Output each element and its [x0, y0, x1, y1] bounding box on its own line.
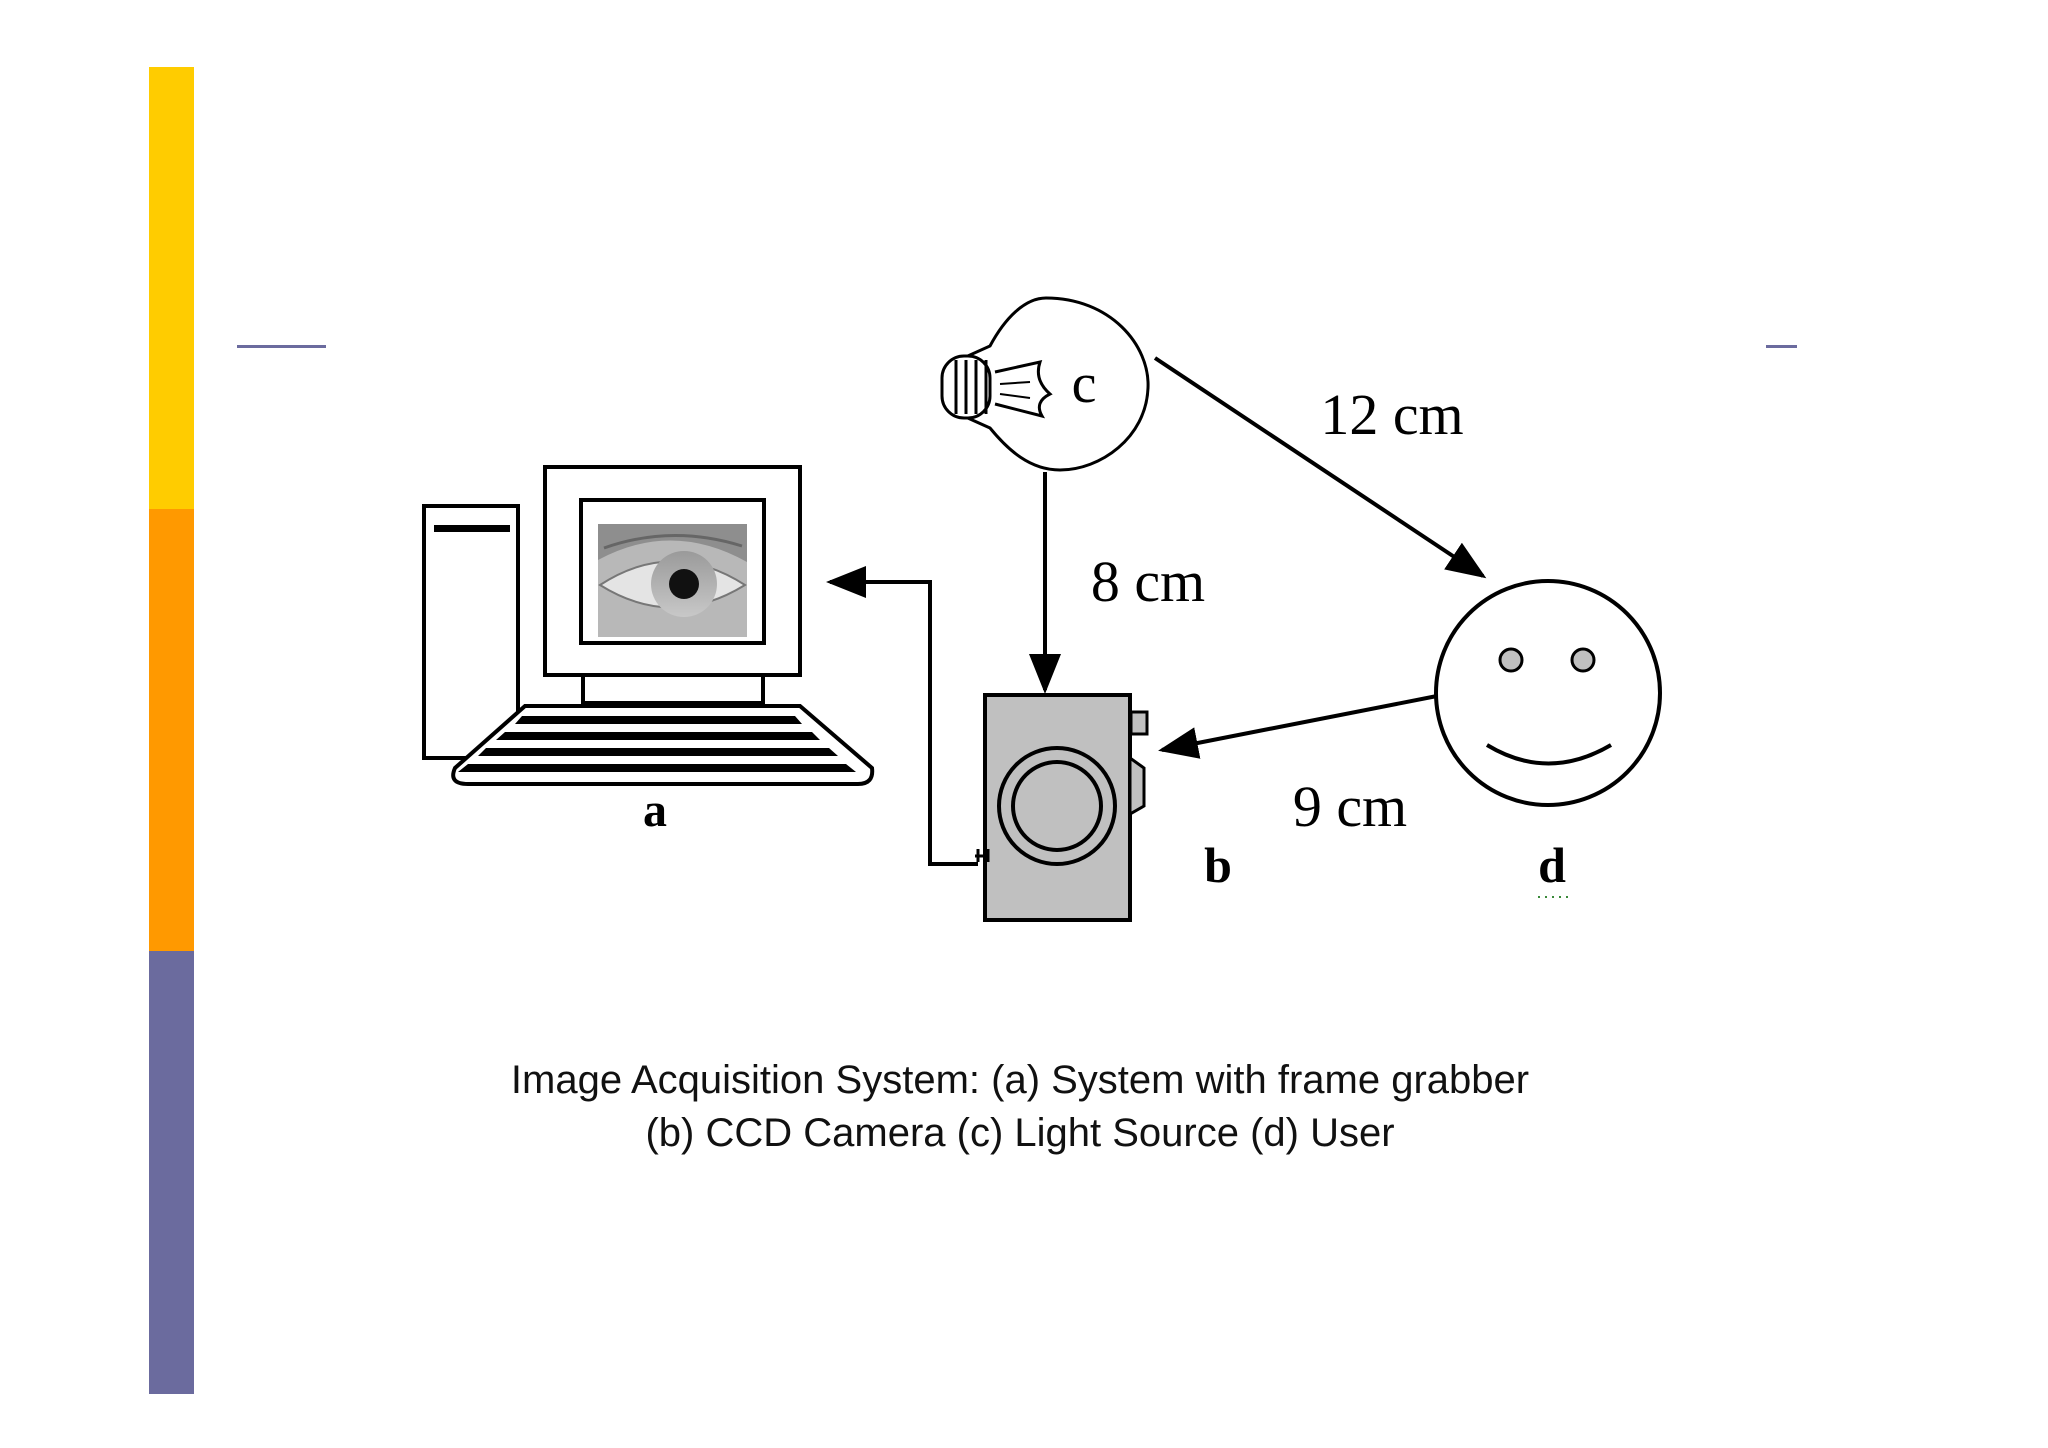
computer-icon	[422, 465, 875, 786]
caption-line-1: Image Acquisition System: (a) System wit…	[510, 1058, 1530, 1102]
arrow-camera-to-computer	[826, 566, 978, 866]
accent-bar-purple	[149, 951, 194, 1394]
accent-bar-orange	[149, 509, 194, 951]
smiley-face-icon	[1434, 579, 1662, 807]
arrow-user-to-camera	[1158, 694, 1438, 759]
label-b: b	[1204, 837, 1232, 893]
caption-line-2: (b) CCD Camera (c) Light Source (d) User	[645, 1111, 1395, 1155]
title-rule-right	[1766, 345, 1797, 348]
label-d: d	[1538, 837, 1566, 893]
distance-light-to-camera: 8 cm	[1091, 549, 1205, 614]
eye-image	[598, 524, 747, 637]
figure-caption: Image Acquisition System: (a) System wit…	[270, 1054, 1770, 1160]
camera-icon	[975, 693, 1149, 922]
distance-user-to-camera: 9 cm	[1293, 774, 1407, 839]
arrows	[826, 356, 1487, 866]
label-a: a	[643, 784, 667, 837]
accent-bar-yellow	[149, 67, 194, 509]
light-bulb-icon	[940, 296, 1150, 472]
title-rule-left	[237, 345, 326, 348]
distance-light-to-user: 12 cm	[1320, 382, 1463, 447]
arrow-light-to-user	[1153, 356, 1487, 579]
label-c: c	[1072, 353, 1097, 415]
